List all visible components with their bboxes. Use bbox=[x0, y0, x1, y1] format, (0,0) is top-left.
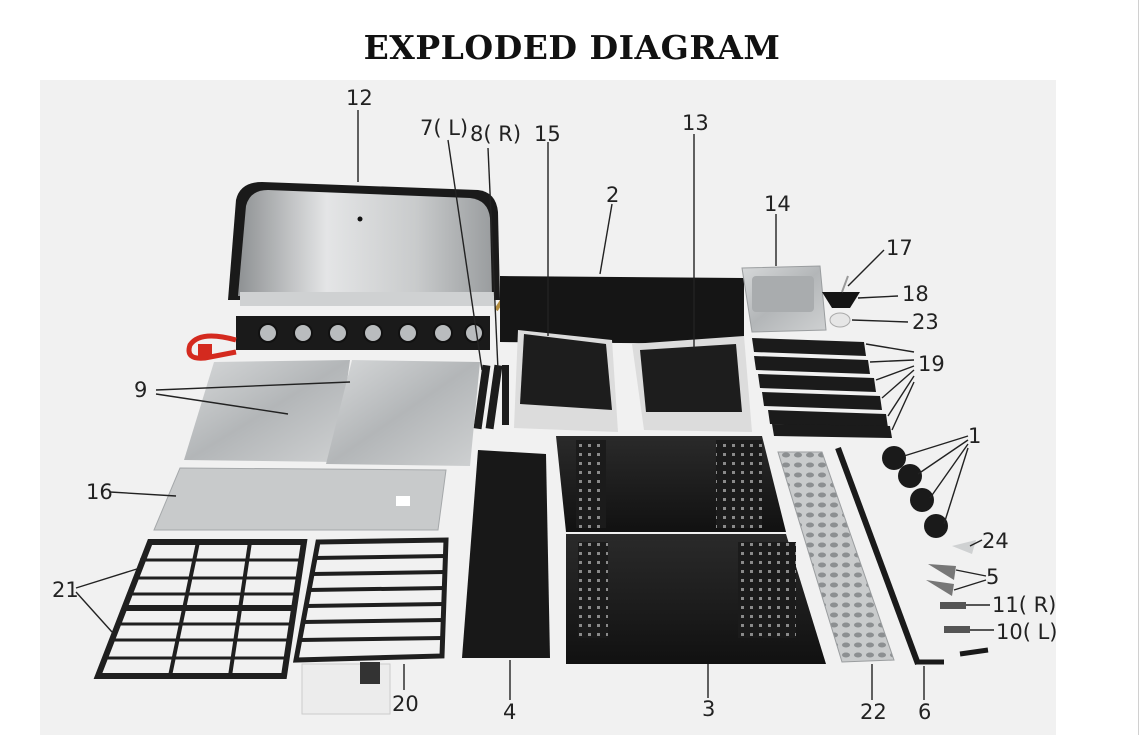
part-21-cooking-grates bbox=[93, 539, 308, 679]
part-20-grate-and-hardware bbox=[292, 537, 449, 715]
label-part-24: 24 bbox=[982, 529, 1009, 553]
label-part-3: 3 bbox=[702, 697, 716, 721]
part-7-8-side-brackets bbox=[473, 364, 509, 430]
part-14-sink bbox=[741, 265, 827, 333]
label-part-15: 15 bbox=[534, 122, 561, 146]
leader-19b bbox=[869, 359, 915, 363]
leader-17 bbox=[847, 249, 885, 287]
part-19-side-panels bbox=[752, 338, 892, 438]
label-part-8-right: 8( R) bbox=[470, 122, 522, 146]
part-16-drip-tray bbox=[153, 467, 447, 531]
label-part-18: 18 bbox=[902, 282, 929, 306]
label-part-10-left: 10( L) bbox=[996, 620, 1058, 644]
part-3-perforated-panels bbox=[556, 436, 826, 664]
label-part-16: 16 bbox=[86, 480, 113, 504]
part-17-18-23-faucet-fittings bbox=[822, 275, 860, 328]
leader-7 bbox=[447, 139, 483, 371]
leader-lines bbox=[75, 110, 994, 700]
label-part-7-left: 7( L) bbox=[420, 116, 469, 140]
label-part-4: 4 bbox=[503, 700, 517, 724]
leader-21b bbox=[75, 591, 113, 633]
part-2-back-panel bbox=[500, 276, 744, 344]
part-4-bottom-panel bbox=[462, 450, 550, 658]
leader-1c bbox=[929, 443, 969, 499]
part-13-door-right bbox=[632, 336, 752, 432]
label-part-6: 6 bbox=[918, 700, 932, 724]
label-part-9: 9 bbox=[134, 378, 148, 402]
label-part-13: 13 bbox=[682, 111, 709, 135]
leader-21a bbox=[75, 567, 141, 589]
diagram-title: EXPLODED DIAGRAM bbox=[363, 28, 781, 67]
page-edge bbox=[1138, 0, 1139, 735]
leader-1b bbox=[917, 439, 969, 475]
leader-2 bbox=[599, 203, 613, 275]
part-24-5-10-11-hardware bbox=[926, 540, 976, 633]
label-part-17: 17 bbox=[886, 236, 913, 260]
part-15-door-left bbox=[514, 330, 618, 432]
part-1-casters bbox=[882, 446, 948, 538]
label-part-5: 5 bbox=[986, 565, 1000, 589]
leader-19e bbox=[887, 375, 915, 417]
label-part-19: 19 bbox=[918, 352, 945, 376]
label-part-22: 22 bbox=[860, 700, 887, 724]
label-part-21: 21 bbox=[52, 578, 79, 602]
leader-18 bbox=[857, 295, 899, 299]
leader-23 bbox=[851, 319, 909, 323]
leader-9a bbox=[155, 381, 351, 391]
label-part-20: 20 bbox=[392, 692, 419, 716]
label-part-2: 2 bbox=[606, 183, 620, 207]
part-9-side-shelves bbox=[184, 360, 480, 466]
leader-24 bbox=[969, 539, 983, 547]
leader-19c bbox=[875, 365, 915, 381]
label-part-23: 23 bbox=[912, 310, 939, 334]
leader-5b bbox=[953, 579, 987, 591]
part-22-grate-strip bbox=[777, 451, 895, 663]
leader-19f bbox=[891, 381, 915, 431]
label-part-14: 14 bbox=[764, 192, 791, 216]
leader-1d bbox=[943, 447, 969, 525]
label-part-1: 1 bbox=[968, 424, 982, 448]
leader-16 bbox=[109, 491, 177, 497]
leader-1a bbox=[903, 435, 969, 457]
part-6-rail bbox=[835, 446, 989, 666]
label-part-12: 12 bbox=[346, 86, 373, 110]
label-part-11-right: 11( R) bbox=[992, 593, 1057, 617]
leader-19d bbox=[881, 369, 915, 399]
part-12-grill-head bbox=[186, 182, 512, 361]
leader-5a bbox=[955, 569, 987, 577]
leader-9b bbox=[155, 393, 289, 415]
leader-19a bbox=[865, 343, 915, 353]
leader-8 bbox=[487, 147, 499, 371]
